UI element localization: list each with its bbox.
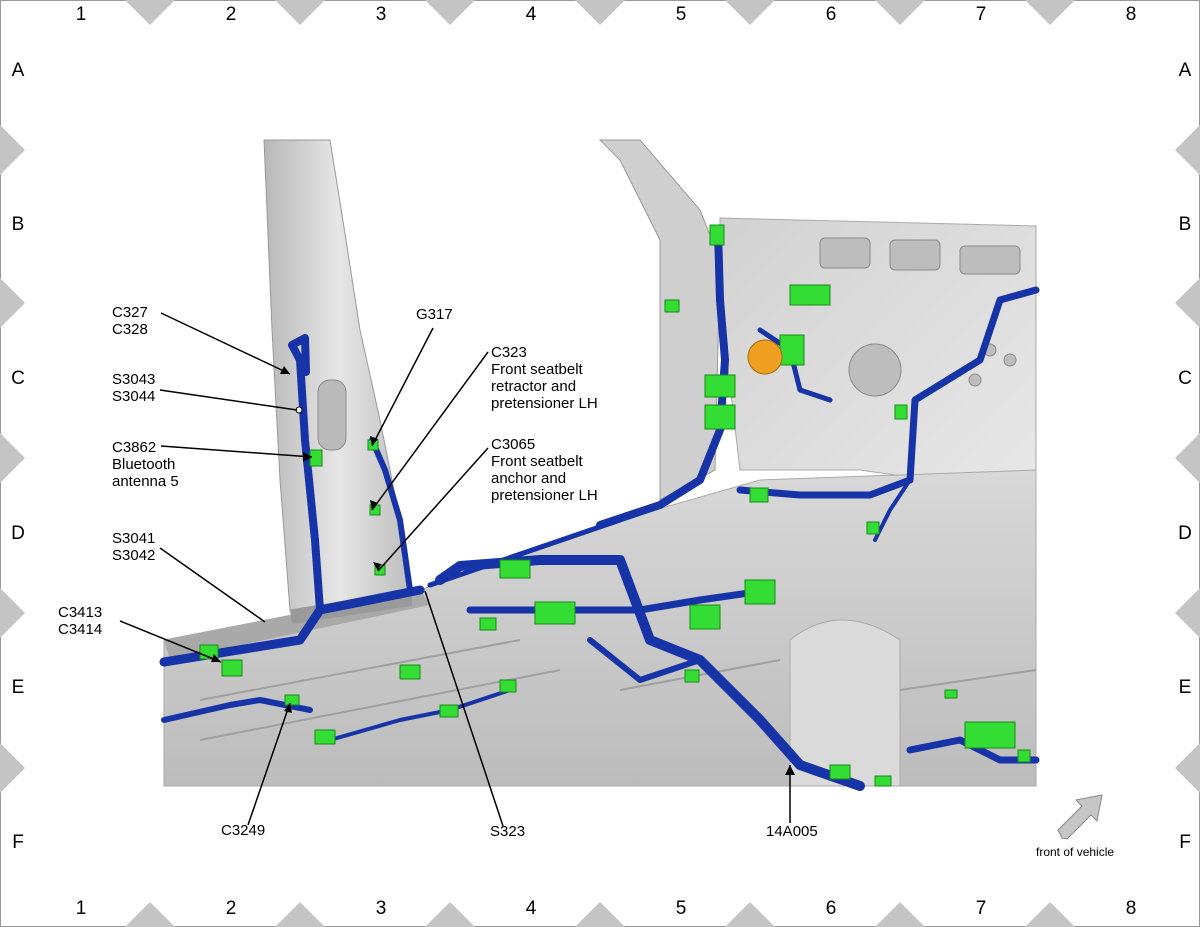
callout-line: Bluetooth [112, 456, 176, 473]
grid-col-4-bottom: 4 [525, 898, 537, 919]
callout-line: S3043 [112, 371, 156, 388]
callout-line: Front seatbelt [491, 453, 583, 470]
callout-line: C327 [112, 304, 148, 321]
grid-col-6-top: 6 [825, 4, 837, 25]
callout-line: G317 [416, 306, 453, 323]
callout-line: C3065 [491, 436, 536, 453]
grid-row-d-left: D [11, 523, 25, 544]
grid-col-7-top: 7 [975, 4, 987, 25]
arrow-up-right-icon [1057, 794, 1103, 840]
callout-c3862: C3862 Bluetooth antenna 5 [112, 439, 179, 490]
callout-c3413-c3414: C3413 C3414 [58, 604, 102, 638]
grid-row-b-right: B [1178, 214, 1192, 235]
callout-c3065: C3065 Front seatbelt anchor and pretensi… [491, 436, 598, 504]
grid-col-2-bottom: 2 [225, 898, 237, 919]
grid-col-4-top: 4 [525, 4, 537, 25]
grid-row-b-left: B [11, 214, 25, 235]
callout-c323: C323 Front seatbelt retractor and preten… [491, 344, 598, 412]
grommet [747, 339, 783, 375]
grid-col-1-bottom: 1 [75, 898, 87, 919]
callout-s323: S323 [490, 823, 525, 840]
grid-col-5-top: 5 [675, 4, 687, 25]
grid-row-e-right: E [1178, 677, 1192, 698]
callout-line: antenna 5 [112, 473, 179, 490]
callout-line: C328 [112, 321, 148, 338]
callout-g317: G317 [416, 306, 453, 323]
grid-col-1-top: 1 [75, 4, 87, 25]
callout-line: Front seatbelt [491, 361, 583, 378]
callout-line: C323 [491, 344, 527, 361]
callout-line: C3414 [58, 621, 103, 638]
callout-s3043-s3044: S3043 S3044 [112, 371, 155, 405]
callout-line: retractor and [491, 378, 577, 395]
grid-col-8-bottom: 8 [1125, 898, 1137, 919]
grid-col-3-top: 3 [375, 4, 387, 25]
grid-col-7-bottom: 7 [975, 898, 987, 919]
callout-line: 14A005 [766, 823, 818, 840]
callout-line: C3413 [58, 604, 103, 621]
callout-line: S3044 [112, 388, 156, 405]
callout-line: pretensioner LH [491, 487, 598, 504]
grid-col-3-bottom: 3 [375, 898, 387, 919]
grid-row-c-left: C [11, 368, 25, 389]
grid-col-2-top: 2 [225, 4, 237, 25]
grid-row-c-right: C [1178, 368, 1192, 389]
grid-col-6-bottom: 6 [825, 898, 837, 919]
grid-row-f-right: F [1179, 832, 1191, 853]
wiring-harness-14a005 [159, 226, 1040, 791]
callout-s3041-s3042: S3041 S3042 [112, 530, 155, 564]
callout-line: C3249 [221, 822, 266, 839]
grid-col-8-top: 8 [1125, 4, 1137, 25]
callout-line: S3041 [112, 530, 156, 547]
vehicle-body-illustration [163, 139, 1037, 787]
grid-row-a-right: A [1178, 60, 1192, 81]
grid-row-e-left: E [11, 677, 25, 698]
callout-line: pretensioner LH [491, 395, 598, 412]
grid-row-a-left: A [11, 60, 25, 81]
callout-c3249: C3249 [221, 822, 265, 839]
leader-lines [119, 312, 791, 827]
leader-arrowheads [211, 366, 795, 775]
connectors [199, 224, 1031, 787]
callout-line: S3042 [112, 547, 156, 564]
callout-c327-c328: C327 C328 [112, 304, 148, 338]
grid-col-5-bottom: 5 [675, 898, 687, 919]
callout-line: anchor and [491, 470, 567, 487]
grid-row-f-left: F [12, 832, 24, 853]
grid-row-d-right: D [1178, 523, 1192, 544]
callout-14a005: 14A005 [766, 823, 818, 840]
callout-line: C3862 [112, 439, 157, 456]
front-of-vehicle-caption: front of vehicle [1036, 845, 1115, 859]
callout-line: S323 [490, 823, 526, 840]
